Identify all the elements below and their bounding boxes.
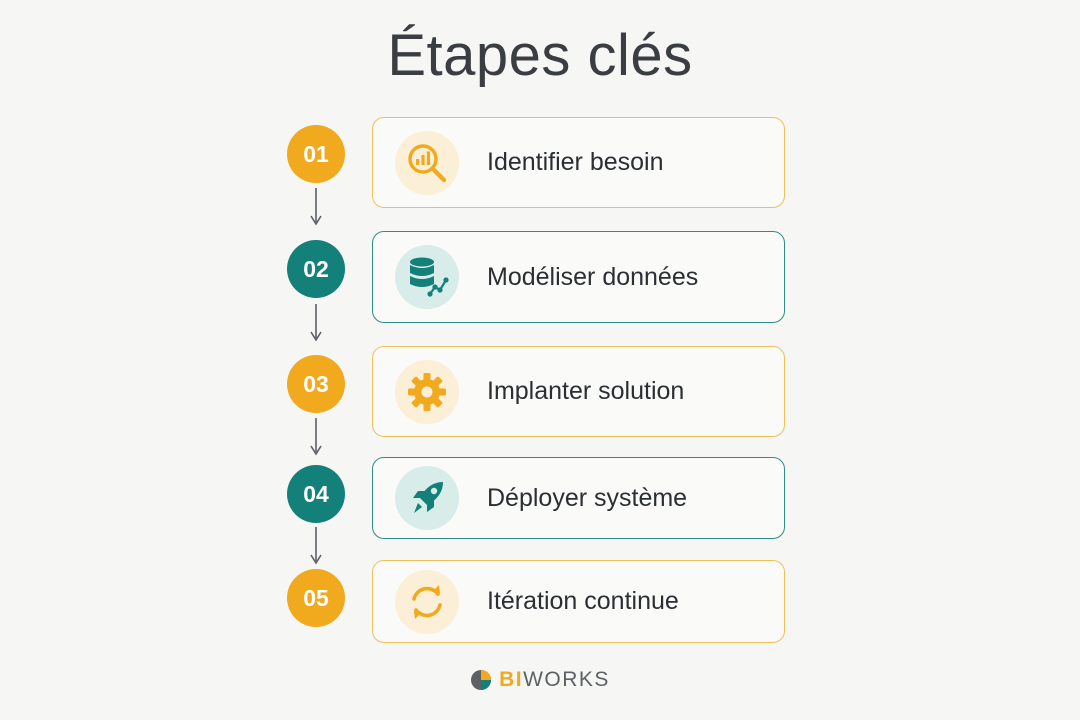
page-title: Étapes clés	[387, 23, 693, 88]
step-card: Identifier besoin	[372, 117, 785, 208]
rocket-icon	[395, 466, 459, 530]
step-card: Itération continue	[372, 560, 785, 643]
step-card: Implanter solution	[372, 346, 785, 437]
step-number-badge: 03	[287, 355, 345, 413]
logo-mark-icon	[471, 670, 492, 690]
gear-icon	[395, 359, 459, 424]
step-number-badge: 05	[287, 569, 345, 627]
brand-logo: BIWORKS	[0, 668, 1080, 692]
step-card: Modéliser données	[372, 231, 785, 323]
step-label: Déployer système	[487, 483, 688, 512]
logo-suffix: WORKS	[523, 668, 610, 691]
step-number-badge: 02	[287, 240, 345, 298]
search-analytics-icon	[395, 130, 459, 195]
down-arrow-icon	[310, 304, 322, 342]
logo-prefix: BI	[499, 668, 524, 691]
down-arrow-icon	[310, 418, 322, 456]
step-card: Déployer système	[372, 457, 785, 539]
step-label: Implanter solution	[487, 377, 685, 405]
step-number-badge: 01	[287, 125, 345, 183]
refresh-cycle-icon	[395, 569, 459, 634]
down-arrow-icon	[310, 527, 322, 565]
step-label: Modéliser données	[487, 262, 699, 291]
logo-text: BIWORKS	[499, 668, 610, 692]
step-number-badge: 04	[287, 465, 345, 523]
step-label: Identifier besoin	[487, 148, 664, 176]
down-arrow-icon	[310, 188, 322, 226]
database-icon	[395, 245, 459, 309]
step-label: Itération continue	[487, 587, 679, 615]
